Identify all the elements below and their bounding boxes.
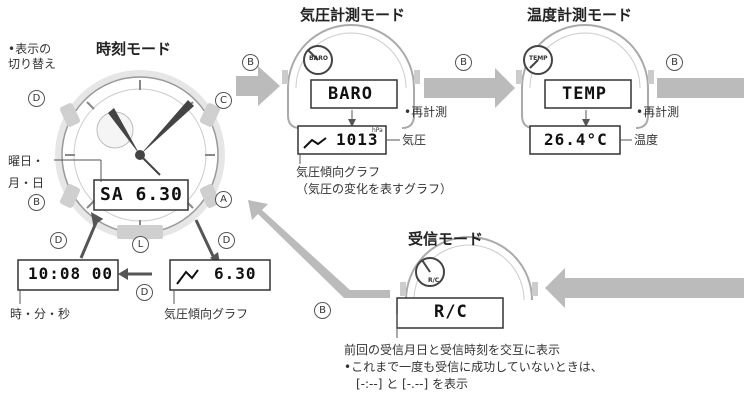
baro-dial-label: BARO (309, 55, 328, 62)
button-d-icon: D (218, 232, 235, 249)
baro-unit: hPa (372, 127, 383, 134)
graph-date-lcd: 6.30 (214, 264, 257, 283)
temp-value: 26.4°C (544, 130, 608, 149)
temp-watch (516, 24, 654, 155)
button-b-icon: B (455, 54, 472, 71)
baro-lcd: BARO (328, 84, 373, 104)
hms-label: 時・分・秒 (10, 307, 71, 321)
rc-dial-label: R/C (428, 277, 440, 284)
receive-watch (396, 236, 538, 338)
temperature-label: 温度 (634, 133, 659, 147)
button-b-icon: B (666, 54, 683, 71)
mode-arrows (236, 66, 744, 308)
button-c-icon: C (215, 92, 232, 109)
button-b-icon: B (242, 54, 259, 71)
time-mode-title: 時刻モード (96, 40, 172, 58)
receive-note: 前回の受信月日と受信時刻を交互に表示 •これまで一度も受信に成功していないときは… (344, 343, 603, 391)
button-a-icon: A (215, 191, 232, 208)
pressure-graph-note: 気圧傾向グラフ （気圧の変化を表すグラフ） (296, 165, 453, 196)
temp-dial-label: TEMP (529, 55, 548, 62)
weekday-month-day-label: 曜日・ 月・日 (8, 154, 45, 190)
button-d-icon: D (136, 284, 153, 301)
clock-lcd: 10:08 00 (28, 264, 114, 283)
graph-lcd-frame (169, 259, 271, 291)
baro-value: 1013 (336, 130, 379, 149)
small-arrows (79, 217, 215, 276)
button-d-icon: D (28, 90, 45, 107)
display-switch-label: •表示の 切り替え (8, 42, 57, 71)
button-b-icon: B (28, 194, 45, 211)
baro-watch (282, 24, 420, 164)
time-mode-lcd: SA 6.30 (100, 184, 183, 205)
receive-mode-title: 受信モード (408, 230, 484, 248)
pressure-graph-label: 気圧傾向グラフ (164, 307, 249, 321)
temp-remeasure-label: •再計測 (636, 105, 680, 119)
baro-mode-title: 気圧計測モード (300, 6, 406, 24)
button-l-icon: L (132, 236, 149, 253)
clock-lcd-frame (17, 259, 119, 291)
button-b-icon: B (314, 302, 331, 319)
temp-mode-title: 温度計測モード (527, 6, 633, 24)
pressure-label: 気圧 (402, 133, 427, 147)
button-d-icon: D (50, 232, 67, 249)
baro-remeasure-label: •再計測 (404, 105, 448, 119)
main-watch (54, 70, 225, 240)
rc-lcd: R/C (434, 302, 468, 322)
temp-lcd: TEMP (562, 84, 607, 104)
